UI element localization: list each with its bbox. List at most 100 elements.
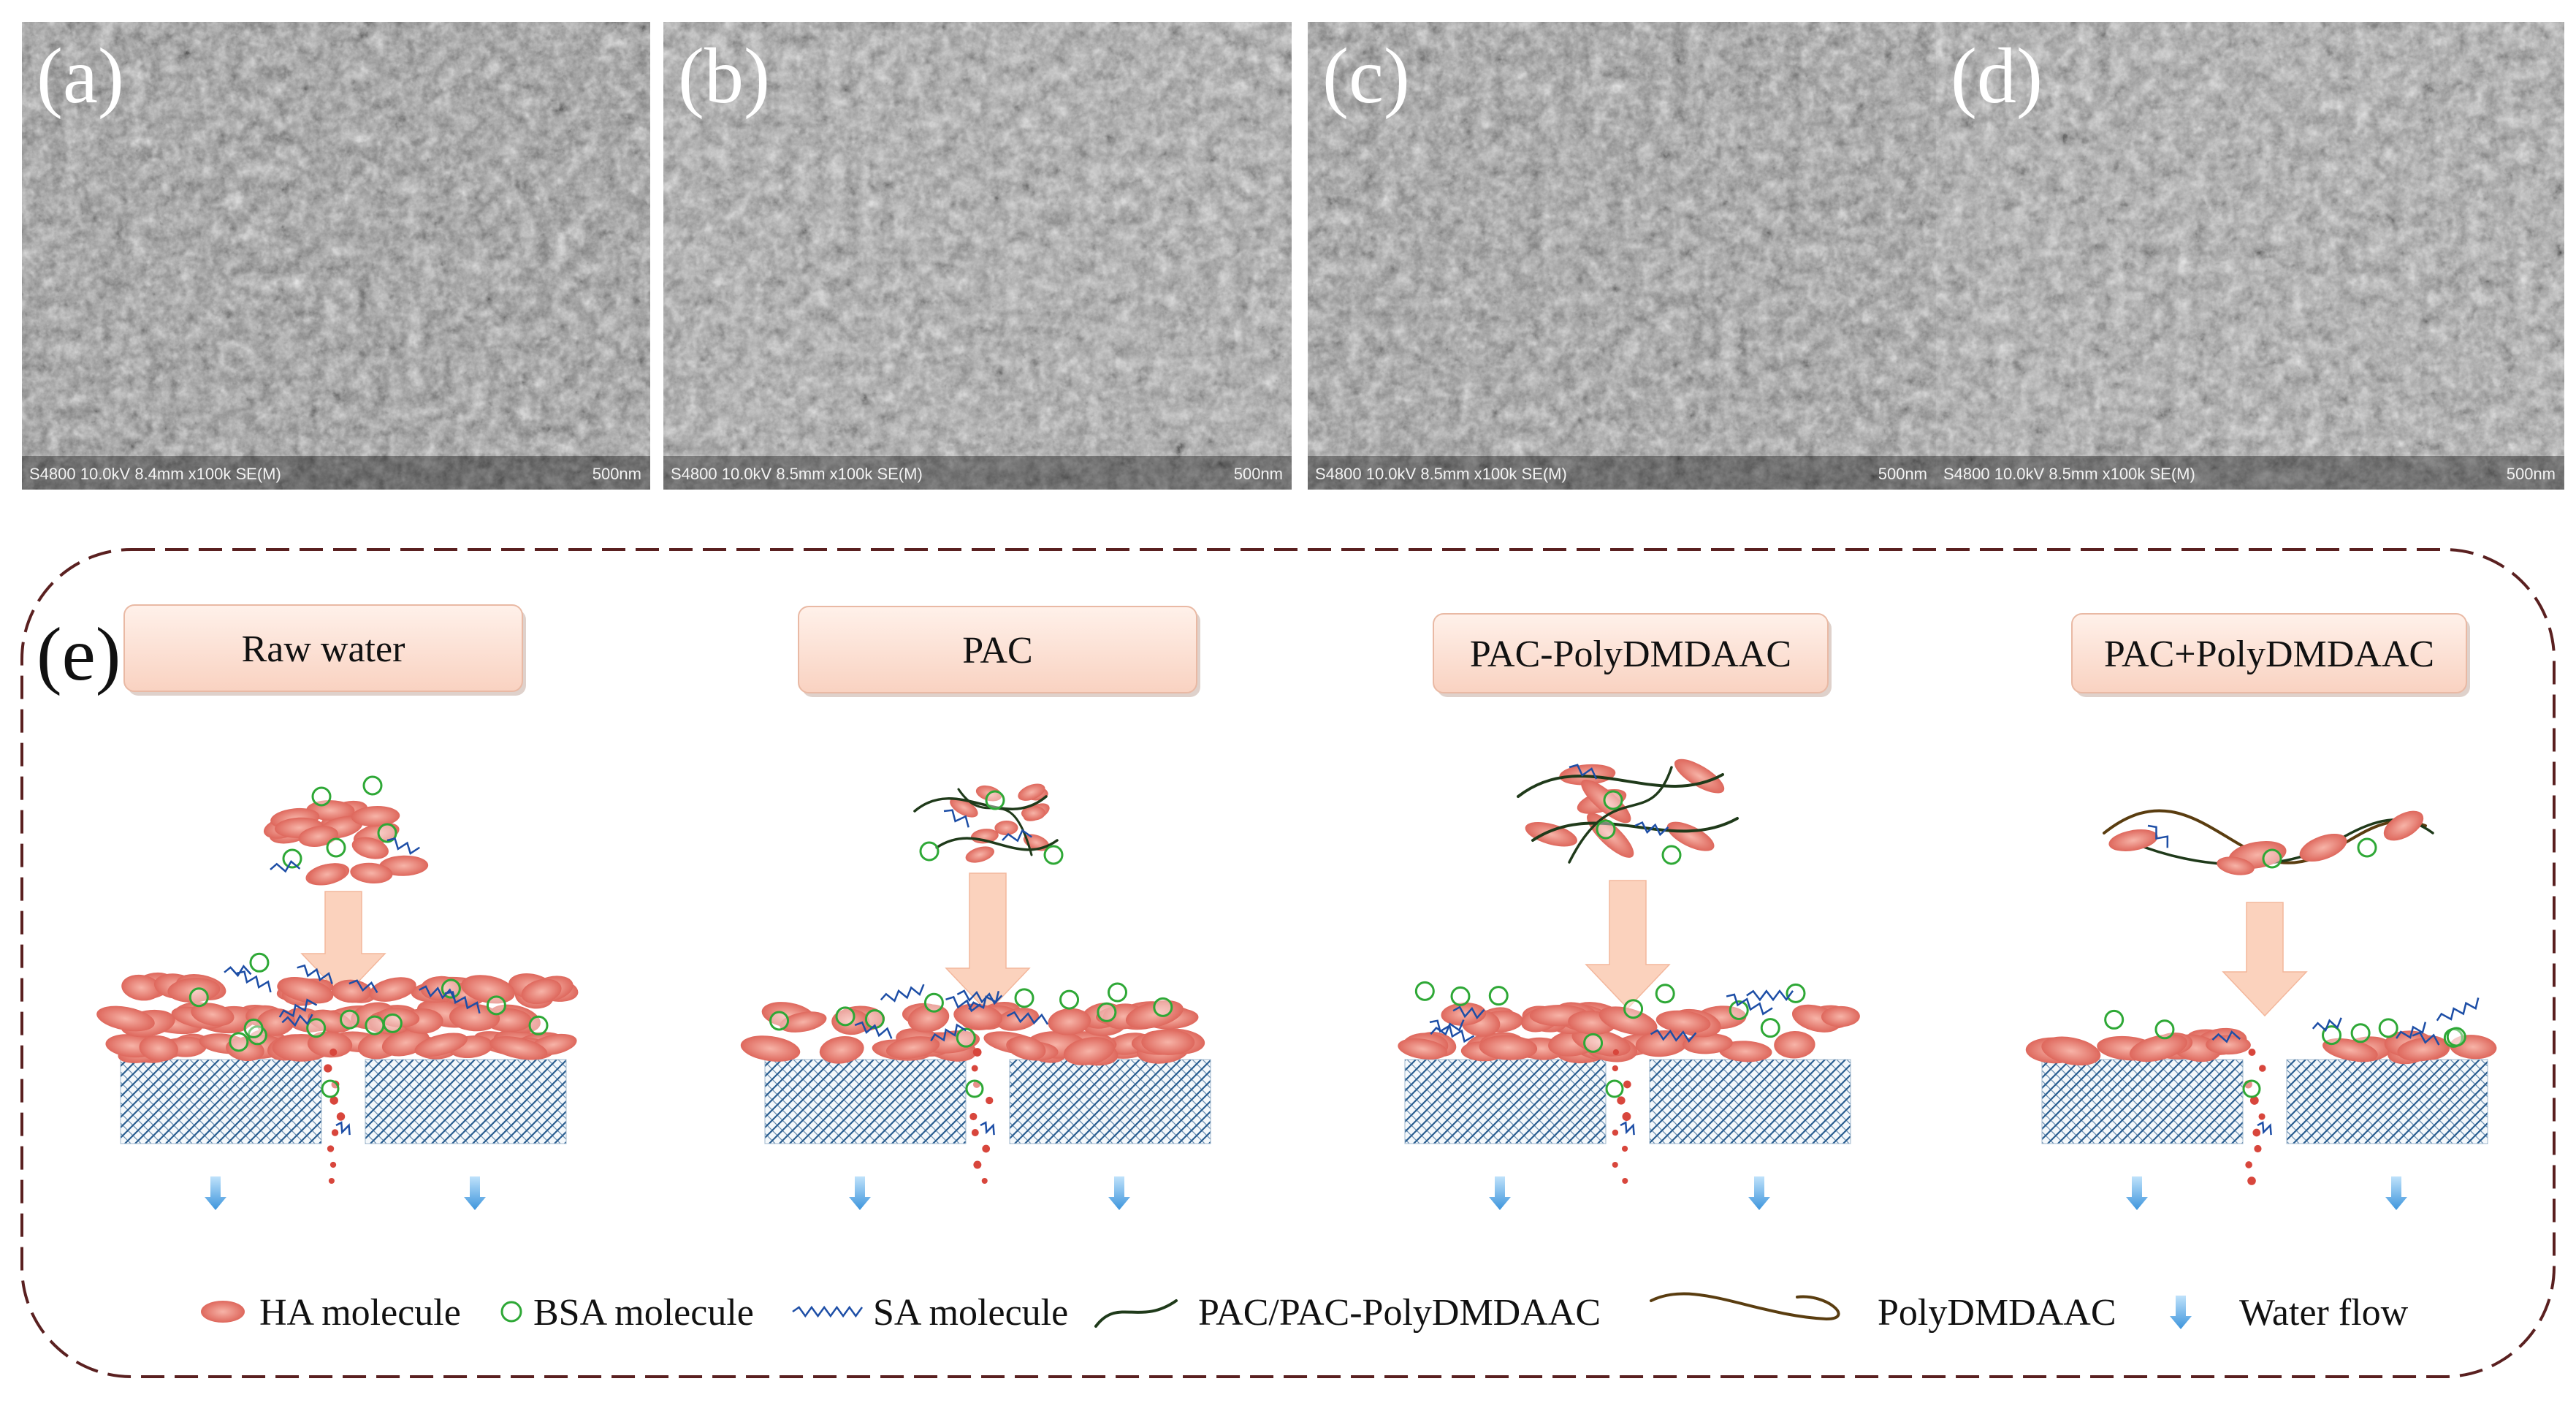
ha-molecule [96,1005,155,1032]
sa-molecule [2147,824,2169,848]
ha-molecule [2397,1037,2449,1062]
ha-molecule [950,797,978,818]
legend-label: SA molecule [873,1292,1068,1334]
ha-molecule [2383,810,2424,841]
ha-fragment [1623,1080,1631,1089]
condition-label-box [1433,613,1829,693]
bsa-molecule [2446,1027,2466,1047]
ha-fragment [986,1096,994,1105]
bsa-molecule [365,1015,385,1035]
bsa-molecule [2322,1025,2342,1046]
ha-molecule [369,977,416,1002]
ha-fragment [331,1129,339,1136]
deposition-arrow [945,872,1031,1014]
ha-molecule [1655,1010,1711,1034]
bsa-molecule [188,987,209,1008]
bsa-molecule [311,786,332,807]
ha-molecule [2108,829,2158,851]
condition-label: PAC+PolyDMDAAC [2104,634,2434,675]
bsa-molecule [965,1079,984,1098]
ha-molecule [351,806,400,827]
condition-column-3: PAC-PolyDMDAAC [1398,613,1860,1210]
water-flow-arrow [464,1176,486,1210]
ha-molecule [350,862,393,883]
ha-fragment [1622,1112,1631,1121]
ha-fragment [1612,1129,1619,1136]
polymer-chain [1568,766,1673,864]
bsa-molecule [2104,1009,2125,1030]
ha-molecule [2322,1038,2378,1062]
bsa-molecule [2154,1019,2175,1040]
ha-molecule [1559,764,1616,786]
sa-molecule [1452,1005,1485,1020]
water-flow-arrow [2170,1296,2192,1329]
bsa-molecule [2262,848,2282,869]
sa-molecule [956,989,1003,1005]
sa-molecule [1002,829,1032,843]
sa-molecule [236,970,272,993]
panel-letter: (b) [678,33,770,120]
bsa-molecule [249,952,270,973]
ha-fragment [1612,1161,1618,1168]
ha-fragment [2258,1113,2266,1120]
ha-molecule [307,1031,353,1058]
legend-item-5: PolyDMDAAC [1650,1292,2116,1334]
ha-fragment [1622,1177,1628,1185]
ha-molecule [965,846,995,863]
bsa-molecule [500,1301,522,1323]
bsa-molecule [1605,1079,1624,1098]
ha-molecule [1719,1041,1772,1062]
sa-molecule [945,995,981,1013]
ha-fragment [2247,1176,2256,1185]
legend-label: HA molecule [259,1292,461,1334]
condition-column-2: PAC [740,606,1211,1210]
bsa-molecule [1603,790,1623,810]
ha-fragment [2254,1144,2262,1153]
sa-molecule [792,1305,864,1318]
ha-molecule [2041,1036,2101,1066]
sem-scale-text: 500nm [1234,465,1283,483]
ha-molecule [1048,1008,1091,1035]
sa-molecule [1569,764,1598,780]
ha-molecule [1581,779,1631,824]
membrane-block [1649,1059,1851,1144]
ha-fragment [327,1145,335,1152]
ha-molecule [1683,1033,1733,1054]
diagram-frame [20,548,2556,1378]
sa-molecule [854,1021,893,1039]
bsa-molecule [835,1006,856,1027]
sa-molecule [1429,1019,1475,1043]
bsa-molecule [1623,999,1644,1019]
bsa-molecule [326,837,346,858]
sa-molecule [1650,1029,1697,1043]
deposition-arrow [2222,902,2308,1017]
ha-molecule [1666,821,1715,851]
sem-image-row: (a)S4800 10.0kV 8.4mm x100k SE(M)500nm(b… [22,22,2564,490]
floc-cluster [913,783,1064,865]
bsa-molecule [340,1009,360,1030]
ha-molecule [1141,1029,1195,1055]
water-flow-icon [2170,1296,2192,1329]
ha-molecule [1525,821,1577,847]
sem-footer-text: S4800 10.0kV 8.5mm x100k SE(M) [1315,465,1567,483]
floc-cluster [263,775,429,886]
bsa-molecule [1596,819,1616,840]
sa-molecule [278,998,318,1018]
membrane-block [120,1059,322,1144]
legend-label: Water flow [2239,1292,2409,1334]
ha-fragment [2245,1161,2252,1168]
sem-footer-text: S4800 10.0kV 8.5mm x100k SE(M) [1943,465,2195,483]
legend-item-2: BSA molecule [500,1292,754,1334]
sa-molecule [1620,1121,1635,1136]
legend-label: BSA molecule [533,1292,754,1334]
ha-fragment [336,1112,346,1121]
sem-scale-text: 500nm [1878,465,1927,483]
membrane-block [365,1059,567,1144]
sa-molecule [2436,997,2480,1022]
bsa-molecule [1153,997,1173,1017]
water-flow-arrow [849,1176,871,1210]
sa-molecule [444,991,481,1014]
legend-label: PolyDMDAAC [1878,1292,2116,1334]
panel-letter: (d) [1951,33,2043,120]
sa-molecule [2412,1031,2440,1046]
